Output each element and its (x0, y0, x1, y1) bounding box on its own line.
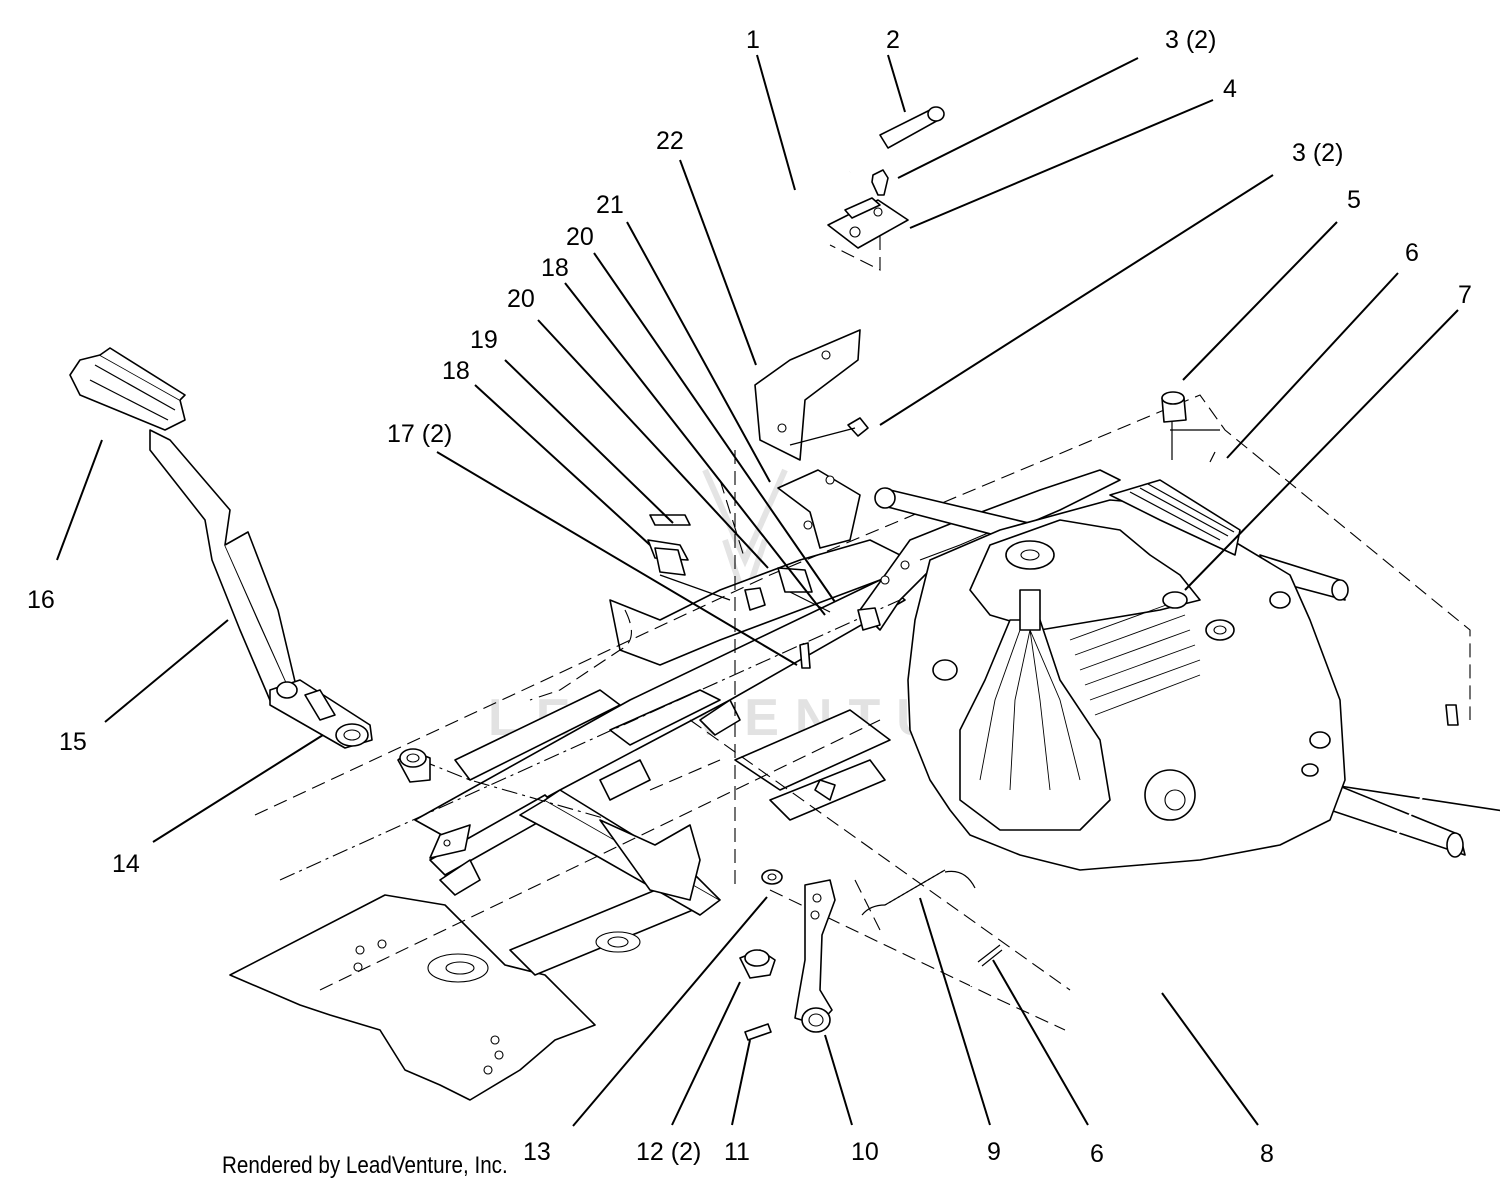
callout-18a: 18 (541, 254, 569, 282)
spring (861, 869, 976, 916)
callout-6a: 6 (1405, 239, 1419, 267)
callout-11: 11 (724, 1138, 750, 1166)
callout-19: 19 (470, 326, 498, 354)
callout-13: 13 (523, 1138, 551, 1166)
callout-5: 5 (1347, 186, 1361, 214)
callout-17: 17 (2) (387, 420, 452, 448)
callout-18b: 18 (442, 357, 470, 385)
callout-3b: 3 (2) (1292, 139, 1343, 167)
leader-lines (56, 54, 1459, 1127)
callout-labels: 1 2 3 (2) 4 3 (2) 5 6 7 22 21 20 18 20 1… (27, 26, 1472, 1168)
footer-credit: Rendered by LeadVenture, Inc. (222, 1152, 508, 1179)
callout-12: 12 (2) (636, 1138, 701, 1166)
callout-20a: 20 (566, 223, 594, 251)
hand-lever-assembly (754, 106, 945, 549)
transaxle (874, 391, 1500, 871)
callout-10: 10 (851, 1138, 879, 1166)
callout-8: 8 (1260, 1140, 1274, 1168)
callout-14: 14 (112, 850, 140, 878)
frame-chassis (229, 539, 911, 1101)
callout-6b: 6 (1090, 1140, 1104, 1168)
callout-21: 21 (596, 191, 624, 219)
callout-15: 15 (59, 728, 87, 756)
assembly-reference-lines (254, 215, 1471, 1031)
pedal-assembly (69, 347, 431, 783)
callout-4: 4 (1223, 75, 1237, 103)
callout-2: 2 (886, 26, 900, 54)
callout-16: 16 (27, 586, 55, 614)
callout-1: 1 (746, 26, 760, 54)
callout-20b: 20 (507, 285, 535, 313)
callout-22: 22 (656, 127, 684, 155)
callout-3a: 3 (2) (1165, 26, 1216, 54)
callout-7: 7 (1458, 281, 1472, 309)
lower-linkage-parts (739, 451, 1459, 1041)
callout-9: 9 (987, 1138, 1001, 1166)
